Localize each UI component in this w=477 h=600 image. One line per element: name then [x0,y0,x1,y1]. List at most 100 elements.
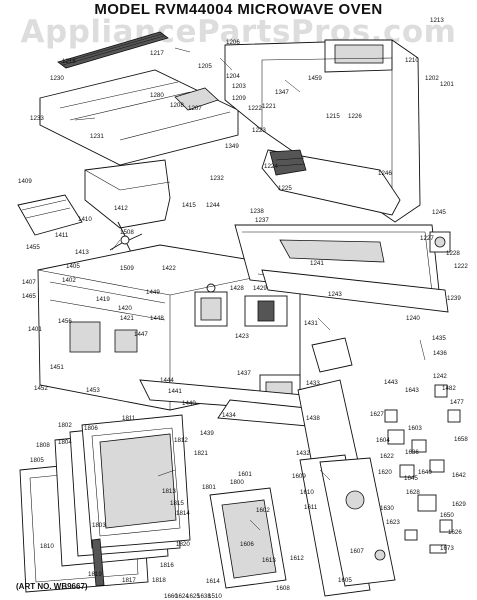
callout-1413: 1413 [75,249,89,256]
callout-1673: 1673 [440,545,454,552]
blower-wheel [261,149,401,216]
callout-1817: 1817 [122,577,136,584]
callout-1624: 1624 [175,593,189,600]
callout-1224: 1224 [264,163,278,170]
control-panel-board [299,454,396,597]
callout-1205: 1205 [198,63,212,70]
callout-1239: 1239 [447,295,461,302]
top-grille-panel [57,31,169,69]
callout-1419: 1419 [96,296,110,303]
callout-1201: 1201 [440,81,454,88]
high-voltage-transformer [244,295,288,327]
callout-1402: 1402 [62,277,76,284]
callout-1623: 1623 [386,519,400,526]
callout-1607: 1607 [350,548,364,555]
callout-1629: 1629 [452,501,466,508]
callout-1228: 1228 [446,250,460,257]
callout-1601: 1601 [238,471,252,478]
stirrer-motor [429,231,451,253]
callout-1434: 1434 [222,412,236,419]
callout-1805: 1805 [30,457,44,464]
callout-1238: 1238 [250,208,264,215]
callout-1800: 1800 [230,479,244,486]
callout-1412: 1412 [114,205,128,212]
callout-1815: 1815 [170,500,184,507]
part-number-callouts: 1213121712181206120512041203120912101202… [18,17,468,600]
callout-1630: 1630 [380,505,394,512]
callout-1626: 1626 [448,529,462,536]
capacitor-bracket [311,337,353,373]
callout-1614: 1614 [206,578,220,585]
callout-1401: 1401 [28,326,42,333]
callout-1650: 1650 [440,512,454,519]
callout-1509: 1509 [120,265,134,272]
control-panel-frame [209,487,287,589]
callout-1812: 1812 [174,437,188,444]
callout-1658: 1658 [454,436,468,443]
callout-1625: 1625 [186,593,200,600]
callout-1240: 1240 [406,315,420,322]
callout-1439: 1439 [200,430,214,437]
callout-1818: 1818 [152,577,166,584]
callout-1806: 1806 [84,425,98,432]
callout-1206: 1206 [226,39,240,46]
callout-1813: 1813 [162,488,176,495]
callout-1280: 1280 [150,92,164,99]
fan-blade [109,221,143,257]
callout-1613: 1613 [262,557,276,564]
callout-1423: 1423 [235,333,249,340]
callout-1640: 1640 [418,469,432,476]
callout-1642: 1642 [452,472,466,479]
callout-1409: 1409 [18,178,32,185]
callout-1246: 1246 [378,170,392,177]
callout-1432: 1432 [296,450,310,457]
callout-1602: 1602 [256,507,270,514]
callout-1508: 1508 [120,229,134,236]
callout-1820: 1820 [176,541,190,548]
callout-1407: 1407 [22,279,36,286]
callout-1451: 1451 [50,364,64,371]
callout-1218: 1218 [62,58,76,65]
callout-1421: 1421 [120,315,134,322]
callout-1410: 1410 [78,216,92,223]
diagram-title: MODEL RVM44004 MICROWAVE OVEN [94,1,383,18]
callout-1204: 1204 [226,73,240,80]
callout-1660: 1660 [164,593,178,600]
callout-1603: 1603 [408,425,422,432]
callout-1803: 1803 [92,522,106,529]
callout-1455: 1455 [26,244,40,251]
callout-1611: 1611 [304,504,318,511]
callout-1428: 1428 [230,285,244,292]
callout-1443: 1443 [384,379,398,386]
callout-1444: 1444 [160,377,174,384]
callout-1411: 1411 [55,232,69,239]
callout-1628: 1628 [406,489,420,496]
callout-1449: 1449 [146,289,160,296]
callout-1638: 1638 [197,593,211,600]
callout-1217: 1217 [150,50,164,57]
door-handle [91,538,105,587]
callout-1456: 1456 [58,318,72,325]
callout-1610: 1610 [300,489,314,496]
callout-1241: 1241 [310,260,324,267]
callout-1438: 1438 [306,415,320,422]
callout-1810: 1810 [40,543,54,550]
callout-1801: 1801 [202,484,216,491]
callout-1811: 1811 [122,415,136,422]
callout-1482: 1482 [442,385,456,392]
callout-1209: 1209 [232,95,246,102]
waveguide-cover [84,159,171,229]
callout-1477: 1477 [450,399,464,406]
door-choke-screen [99,433,177,529]
callout-1436: 1436 [433,350,447,357]
callout-1429: 1429 [253,285,267,292]
callout-1243: 1243 [328,291,342,298]
callout-1459: 1459 [308,75,322,82]
callout-1213: 1213 [430,17,444,24]
callout-1435: 1435 [432,335,446,342]
callout-1816: 1816 [160,562,174,569]
callout-1215: 1215 [326,113,340,120]
callout-1231: 1231 [90,133,104,140]
callout-1225: 1225 [278,185,292,192]
